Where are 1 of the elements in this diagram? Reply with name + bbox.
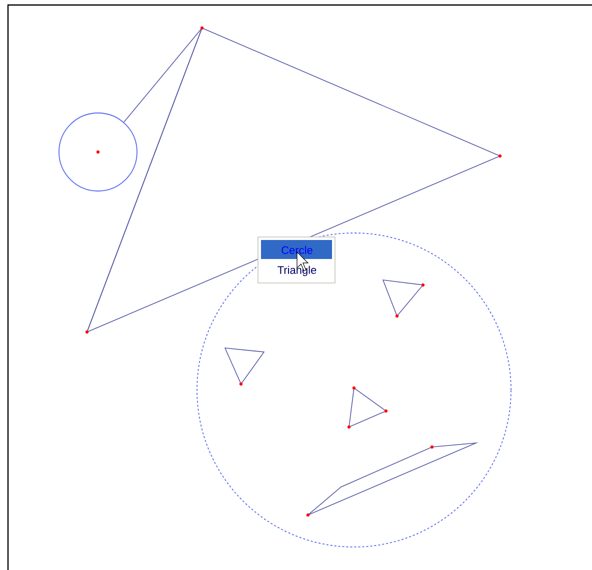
context-menu: Cercle Triangle	[258, 236, 336, 284]
